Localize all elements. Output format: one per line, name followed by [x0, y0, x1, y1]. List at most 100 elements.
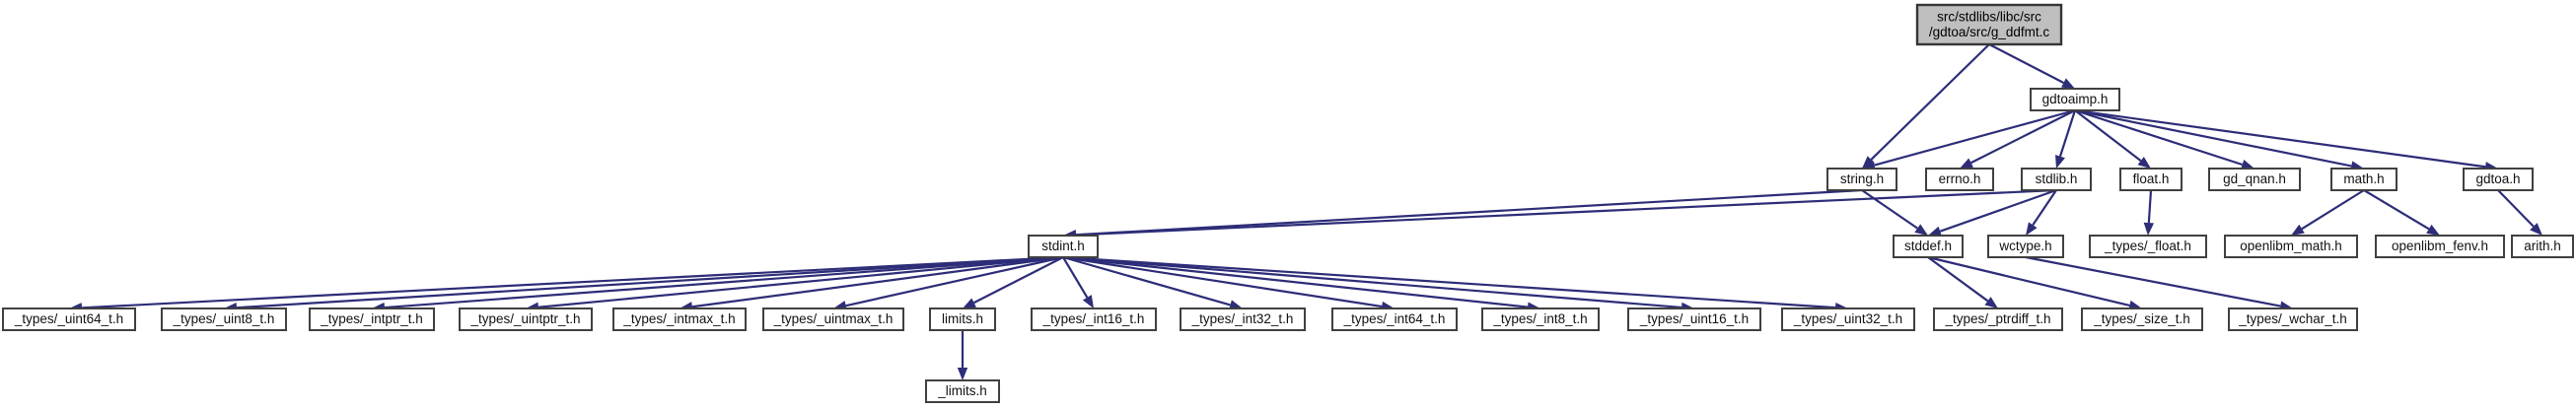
dependency-edge: [2074, 109, 2151, 169]
graph-node-types_int8[interactable]: _types/_int8_t.h: [1481, 308, 1600, 331]
graph-node-types_uint64[interactable]: _types/_uint64_t.h: [2, 308, 136, 331]
graph-node-types_uintptr[interactable]: _types/_uintptr_t.h: [459, 308, 593, 331]
node-box-limits_under: [925, 379, 1000, 403]
node-label-float: float.h: [2133, 171, 2170, 186]
node-label-types_size: _types/_size_t.h: [2093, 311, 2190, 326]
node-label-types_intptr: _types/_intptr_t.h: [320, 311, 423, 326]
graph-node-stdlib[interactable]: stdlib.h: [2021, 168, 2092, 191]
graph-node-string[interactable]: string.h: [1826, 168, 1897, 191]
node-box-types_int16: [1031, 308, 1157, 331]
dependency-edge: [1988, 43, 2075, 89]
node-label-openlibm_fenv: openlibm_fenv.h: [2392, 239, 2488, 253]
node-label-types_int8: _types/_int8_t.h: [1492, 311, 1587, 326]
graph-node-gdtoaimp[interactable]: gdtoaimp.h: [2030, 88, 2120, 111]
node-box-types_int32: [1180, 308, 1306, 331]
node-box-gdtoa: [2463, 168, 2534, 191]
graph-node-types_uintmax[interactable]: _types/_uintmax_t.h: [762, 308, 904, 331]
graph-node-types_intmax[interactable]: _types/_intmax_t.h: [612, 308, 747, 331]
node-box-wctype: [1987, 235, 2064, 258]
node-box-arith: [2511, 235, 2574, 258]
dependency-edge: [2074, 108, 2364, 171]
node-label-stddef: stddef.h: [1904, 239, 1952, 253]
dependency-edge: [1063, 188, 2057, 240]
graph-node-limits[interactable]: limits.h: [929, 308, 996, 331]
node-box-types_uint16: [1627, 308, 1761, 331]
edge-layer: [69, 43, 2542, 380]
node-box-types_int8: [1481, 308, 1600, 331]
node-label-openlibm_math: openlibm_math.h: [2240, 239, 2342, 253]
node-box-types_int64: [1331, 308, 1458, 331]
graph-node-types_intptr[interactable]: _types/_intptr_t.h: [309, 308, 435, 331]
dependency-edge: [1927, 256, 1998, 308]
dependency-edge: [1062, 256, 1094, 308]
node-label-types_int16: _types/_int16_t.h: [1042, 311, 1145, 326]
node-label-limits_under: _limits.h: [937, 383, 987, 398]
graph-node-wctype[interactable]: wctype.h: [1987, 235, 2064, 258]
graph-node-math[interactable]: math.h: [2330, 168, 2397, 191]
node-label-root: src/stdlibs/libc/src/gdtoa/src/g_ddfmt.c: [1929, 9, 2050, 39]
dependency-edge: [1062, 255, 1243, 310]
node-box-types_wchar: [2228, 308, 2358, 331]
node-label-types_uint16: _types/_uint16_t.h: [1639, 311, 1749, 326]
graph-node-types_ptrdiff[interactable]: _types/_ptrdiff_t.h: [1933, 308, 2063, 331]
node-label-types_int64: _types/_int64_t.h: [1343, 311, 1446, 326]
node-label-gd_qnan: gd_qnan.h: [2223, 171, 2286, 186]
node-box-math: [2330, 168, 2397, 191]
node-box-limits: [929, 308, 996, 331]
graph-node-types_int64[interactable]: _types/_int64_t.h: [1331, 308, 1458, 331]
node-label-types_uintptr: _types/_uintptr_t.h: [469, 311, 580, 326]
node-box-types_intmax: [612, 308, 747, 331]
graph-node-gdtoa[interactable]: gdtoa.h: [2463, 168, 2534, 191]
graph-node-types_wchar[interactable]: _types/_wchar_t.h: [2228, 308, 2358, 331]
graph-node-stddef[interactable]: stddef.h: [1893, 235, 1964, 258]
graph-node-arith[interactable]: arith.h: [2511, 235, 2574, 258]
node-box-errno: [1925, 168, 1994, 191]
graph-node-float[interactable]: float.h: [2119, 168, 2182, 191]
node-label-types_ptrdiff: _types/_ptrdiff_t.h: [1944, 311, 2050, 326]
graph-node-types_uint32[interactable]: _types/_uint32_t.h: [1781, 308, 1915, 331]
node-box-stdlib: [2021, 168, 2092, 191]
dependency-edge: [1063, 188, 1863, 240]
graph-node-types_float[interactable]: _types/_float.h: [2089, 235, 2207, 258]
graph-node-stdint[interactable]: stdint.h: [1028, 235, 1099, 258]
graph-node-openlibm_math[interactable]: openlibm_math.h: [2224, 235, 2358, 258]
node-box-openlibm_math: [2224, 235, 2358, 258]
node-box-types_uint64: [2, 308, 136, 331]
node-label-errno: errno.h: [1939, 171, 1981, 186]
graph-node-types_int16[interactable]: _types/_int16_t.h: [1031, 308, 1157, 331]
node-box-root: [1915, 3, 2063, 46]
graph-node-types_size[interactable]: _types/_size_t.h: [2081, 308, 2203, 331]
node-box-gdtoaimp: [2030, 88, 2120, 111]
graph-node-types_uint8[interactable]: _types/_uint8_t.h: [161, 308, 287, 331]
node-box-openlibm_fenv: [2375, 235, 2505, 258]
node-label-types_wchar: _types/_wchar_t.h: [2238, 311, 2347, 326]
node-label-arith: arith.h: [2524, 239, 2561, 253]
node-box-types_size: [2081, 308, 2203, 331]
graph-node-limits_under[interactable]: _limits.h: [925, 379, 1000, 403]
graph-node-types_int32[interactable]: _types/_int32_t.h: [1180, 308, 1306, 331]
dependency-edge: [680, 255, 1064, 312]
node-label-stdint: stdint.h: [1041, 239, 1085, 253]
dependency-edge: [2055, 109, 2077, 169]
node-label-types_float: _types/_float.h: [2104, 239, 2191, 253]
node-label-types_uint64: _types/_uint64_t.h: [14, 311, 123, 326]
graph-node-gd_qnan[interactable]: gd_qnan.h: [2208, 168, 2301, 191]
graph-node-openlibm_fenv[interactable]: openlibm_fenv.h: [2375, 235, 2505, 258]
dependency-edge: [1062, 255, 1848, 313]
dependency-edge: [2291, 189, 2365, 236]
dependency-edge: [2363, 189, 2440, 236]
graph-node-types_uint16[interactable]: _types/_uint16_t.h: [1627, 308, 1761, 331]
node-box-types_uintmax: [762, 308, 904, 331]
dependency-edge: [1928, 188, 2057, 237]
node-label-math: math.h: [2343, 171, 2384, 186]
graph-node-root[interactable]: src/stdlibs/libc/src/gdtoa/src/g_ddfmt.c: [1915, 3, 2063, 46]
dependency-edge: [957, 330, 968, 380]
node-box-stdint: [1028, 235, 1099, 258]
node-box-string: [1826, 168, 1897, 191]
node-label-gdtoaimp: gdtoaimp.h: [2042, 92, 2109, 106]
node-label-types_int32: _types/_int32_t.h: [1191, 311, 1294, 326]
node-label-types_uintmax: _types/_uintmax_t.h: [773, 311, 894, 326]
graph-node-errno[interactable]: errno.h: [1925, 168, 1994, 191]
